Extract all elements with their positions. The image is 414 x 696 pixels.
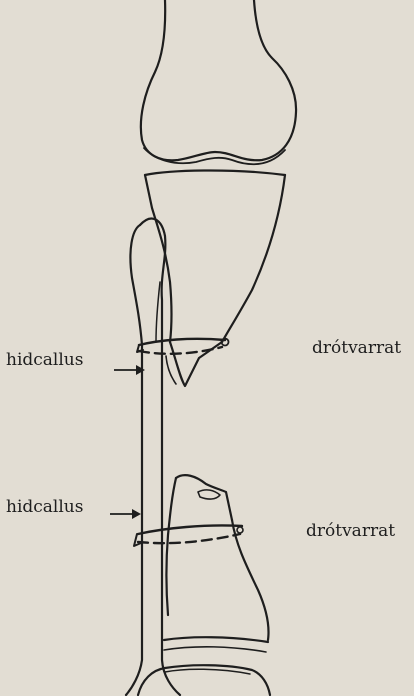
wire-suture-label-upper: drótvarrat — [312, 338, 401, 358]
arrow-right-icon — [112, 362, 146, 378]
tibia-lower-fragment — [164, 475, 269, 652]
wire-suture-label-lower: drótvarrat — [306, 521, 395, 541]
tibia-upper-fragment — [145, 170, 285, 386]
fibula-shaft — [126, 219, 180, 695]
callus-label-lower: hidcallus — [6, 497, 83, 517]
arrow-right-icon — [108, 506, 142, 522]
lower-wire-suture — [134, 525, 243, 546]
talus-outline — [138, 665, 270, 695]
femur-outline — [141, 0, 296, 164]
callus-label-upper: hidcallus — [6, 350, 83, 370]
